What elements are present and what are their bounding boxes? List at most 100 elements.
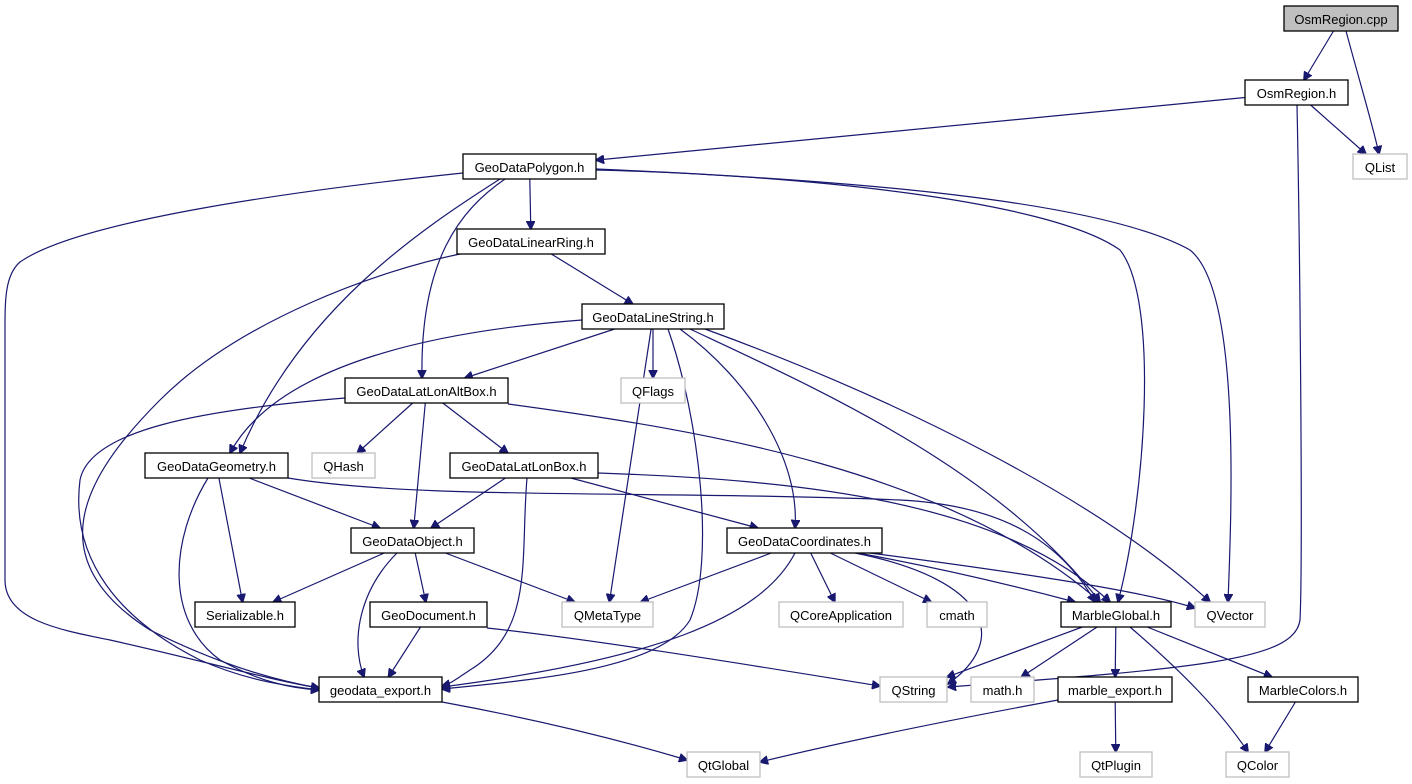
node-box (194, 601, 296, 628)
edge-geodatalatlonaltbox-h-to-geodataobject-h (414, 402, 426, 528)
node-box (350, 527, 475, 554)
node-label: GeoDataCoordinates.h (738, 534, 871, 549)
node-geodatapolygon-h[interactable]: GeoDataPolygon.h (462, 153, 597, 180)
node-cmath: cmath (926, 601, 988, 628)
node-math-h: math.h (970, 676, 1035, 703)
edge-geodatalatlonaltbox-h-to-geodata-export-h (78, 397, 346, 690)
node-label: MarbleColors.h (1259, 683, 1347, 698)
node-geodatalinearring-h[interactable]: GeoDataLinearRing.h (456, 228, 606, 255)
edge-geodatalatlonaltbox-h-to-qhash (357, 402, 414, 453)
node-label: math.h (983, 683, 1023, 698)
node-osmregion-h[interactable]: OsmRegion.h (1244, 79, 1349, 106)
node-geodatacoordinates-h[interactable]: GeoDataCoordinates.h (726, 527, 883, 554)
node-qtglobal: QtGlobal (686, 751, 761, 778)
node-qstring: QString (879, 676, 948, 703)
node-label: OsmRegion.h (1257, 86, 1336, 101)
edge-geodatageometry-h-to-marbleglobal-h (287, 477, 1095, 602)
edge-geodatapolygon-h-to-geodatalatlonaltbox-h (422, 178, 506, 378)
node-label: QList (1365, 160, 1396, 175)
node-label: QColor (1237, 758, 1279, 773)
node-box (620, 377, 686, 404)
node-label: GeoDataLatLonBox.h (461, 459, 586, 474)
node-qvector: QVector (1194, 601, 1266, 628)
node-label: GeoDataPolygon.h (475, 160, 585, 175)
edge-geodatalinestring-h-to-geodatacoordinates-h (679, 328, 795, 528)
node-geodatalatlonbox-h[interactable]: GeoDataLatLonBox.h (449, 452, 599, 479)
edge-geodatageometry-h-to-geodata-export-h (178, 477, 319, 690)
node-marble-export-h[interactable]: marble_export.h (1057, 676, 1173, 703)
edge-geodatacoordinates-h-to-marbleglobal-h (857, 552, 1075, 602)
edge-geodatalatlonbox-h-to-marbleglobal-h (597, 472, 1110, 602)
node-box (686, 751, 761, 778)
node-qcolor: QColor (1225, 751, 1290, 778)
node-marbleglobal-h[interactable]: MarbleGlobal.h (1060, 601, 1172, 628)
edge-osmregion-h-to-qlist (1310, 104, 1366, 154)
node-label: GeoDataGeometry.h (157, 459, 276, 474)
edge-geodata-export-h-to-qtglobal (441, 701, 687, 760)
node-box (144, 452, 289, 479)
node-geodocument-h[interactable]: GeoDocument.h (369, 601, 488, 628)
node-box (1244, 79, 1349, 106)
node-label: geodata_export.h (330, 683, 431, 698)
node-box (462, 153, 597, 180)
node-label: Serializable.h (206, 608, 284, 623)
edge-marblecolors-h-to-qcolor (1265, 701, 1296, 752)
edge-geodatageometry-h-to-geodataobject-h (248, 477, 380, 528)
node-box (318, 676, 443, 703)
node-box (1247, 676, 1359, 703)
edge-geodatacoordinates-h-to-qmetatype (641, 552, 772, 602)
edge-geodatalinestring-h-to-qmetatype (609, 328, 652, 602)
node-label: QtPlugin (1091, 758, 1141, 773)
node-box (726, 527, 883, 554)
node-qhash: QHash (311, 452, 376, 479)
node-label: QVector (1207, 608, 1255, 623)
edge-geodatalinestring-h-to-marbleglobal-h (689, 328, 1100, 602)
node-geodataobject-h[interactable]: GeoDataObject.h (350, 527, 475, 554)
node-label: GeoDataLinearRing.h (468, 235, 594, 250)
edge-geodatalatlonbox-h-to-geodataobject-h (431, 477, 506, 528)
edge-geodatalatlonaltbox-h-to-geodatalatlonbox-h (442, 402, 508, 453)
node-geodatageometry-h[interactable]: GeoDataGeometry.h (144, 452, 289, 479)
node-qmetatype: QMetaType (561, 601, 654, 628)
node-osmregion-cpp[interactable]: OsmRegion.cpp (1283, 5, 1399, 32)
edge-marbleglobal-h-to-math-h (1021, 626, 1098, 677)
edge-geodatalinestring-h-to-geodatageometry-h (230, 319, 583, 453)
node-geodatalatlonaltbox-h[interactable]: GeoDataLatLonAltBox.h (344, 377, 509, 404)
node-label: QFlags (632, 384, 674, 399)
node-label: GeoDataLineString.h (592, 310, 713, 325)
edge-geodatalinestring-h-to-geodata-export-h (442, 328, 704, 689)
edge-marbleglobal-h-to-marblecolors-h (1146, 626, 1272, 677)
node-box (456, 228, 606, 255)
edge-geodatalinestring-h-to-geodatalatlonaltbox-h (465, 328, 615, 378)
node-qflags: QFlags (620, 377, 686, 404)
node-box (879, 676, 948, 703)
node-label: OsmRegion.cpp (1294, 12, 1387, 27)
node-serializable-h[interactable]: Serializable.h (194, 601, 296, 628)
node-box (369, 601, 488, 628)
edge-geodatapolygon-h-to-geodatalinearring-h (530, 178, 531, 229)
edge-geodatacoordinates-h-to-geodata-export-h (442, 552, 796, 687)
node-box (1225, 751, 1290, 778)
edge-osmregion-h-to-geodatapolygon-h (596, 96, 1246, 161)
edge-geodatapolygon-h-to-qvector (595, 168, 1231, 602)
edge-geodatapolygon-h-to-geodata-export-h (4, 172, 464, 688)
node-box (1057, 676, 1173, 703)
node-box (561, 601, 654, 628)
edge-geodatacoordinates-h-to-cmath (830, 552, 931, 602)
node-box (778, 601, 904, 628)
node-label: marble_export.h (1068, 683, 1162, 698)
node-box (1194, 601, 1266, 628)
edge-geodocument-h-to-geodata-export-h (389, 626, 422, 677)
node-box (449, 452, 599, 479)
node-geodata-export-h[interactable]: geodata_export.h (318, 676, 443, 703)
node-marblecolors-h[interactable]: MarbleColors.h (1247, 676, 1359, 703)
node-qlist: QList (1352, 153, 1408, 180)
edge-geodataobject-h-to-geodocument-h (414, 552, 426, 602)
node-geodatalinestring-h[interactable]: GeoDataLineString.h (581, 303, 725, 330)
node-label: QMetaType (574, 608, 641, 623)
edge-geodatacoordinates-h-to-qcoreapplication (810, 552, 835, 602)
edge-geodataobject-h-to-qmetatype (445, 552, 574, 602)
edge-osmregion-cpp-to-qlist (1345, 30, 1379, 154)
edge-osmregion-h-to-qstring (948, 104, 1302, 687)
